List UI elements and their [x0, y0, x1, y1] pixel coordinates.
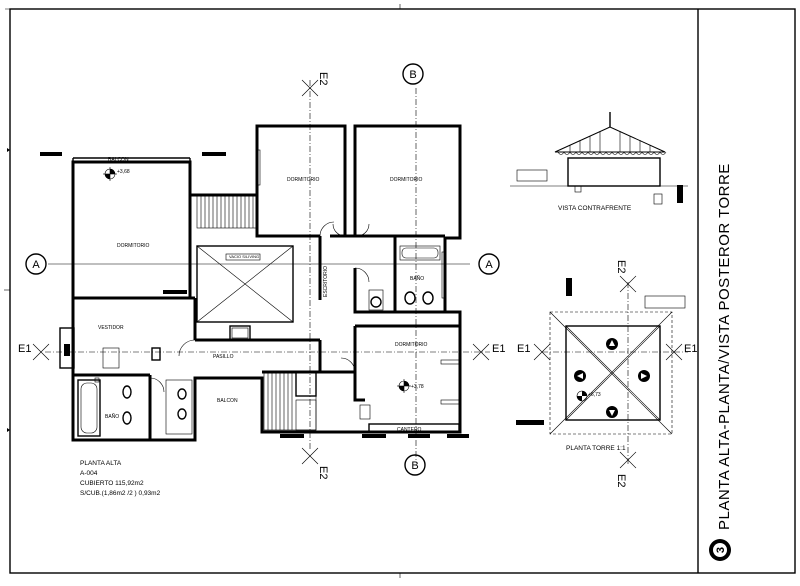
svg-text:E2: E2	[615, 474, 627, 487]
tower-section-e1-left: E1	[517, 343, 551, 361]
room-dormitorio-center: DORMITORIO	[287, 177, 320, 183]
tower-arrow-left	[574, 370, 586, 382]
svg-text:B: B	[411, 460, 418, 472]
tower-section-e2-top: E2	[615, 260, 637, 293]
room-dormitorio-left: DORMITORIO	[117, 243, 150, 249]
axis-marker-a-left: A	[25, 253, 47, 275]
tower-level: +6,73	[588, 392, 601, 398]
tower-arrow-right	[638, 370, 650, 382]
svg-text:E2: E2	[317, 72, 329, 85]
room-cantero: CANTERO	[397, 427, 422, 433]
tower-plan: +6,73 PLANTA TORRE 1:1	[516, 278, 686, 452]
axis-marker-b-bottom: B	[404, 454, 426, 476]
stair-hatch-top	[196, 195, 258, 229]
sheet-title: PLANTA ALTA-PLANTA/VISTA POSTEROR TORRE	[716, 163, 733, 530]
sheet-number-badge: 3	[709, 539, 731, 561]
svg-text:E1: E1	[517, 343, 530, 355]
sheet-number: 3	[715, 547, 727, 553]
tower-vista-label: VISTA CONTRAFRENTE	[558, 205, 632, 212]
tower-section-e2-bottom: E2	[615, 451, 637, 487]
room-pasillo: PASILLO	[213, 354, 234, 360]
plan-info-semicubierto: S/CUB.(1,86m2 /2 ) 0,93m2	[80, 490, 161, 497]
room-dormitorio-lower: DORMITORIO	[395, 342, 428, 348]
title-block: 3 PLANTA ALTA-PLANTA/VISTA POSTEROR TORR…	[709, 163, 733, 561]
room-balcon-top: BALCON	[108, 157, 129, 163]
tower-section-e1-right: E1	[665, 343, 697, 361]
room-vestidor: VESTIDOR	[98, 325, 124, 331]
room-escritorio: ESCRITORIO	[323, 266, 329, 297]
tower-elevation: VISTA CONTRAFRENTE	[510, 112, 688, 212]
room-vacio: VACIO S/LIVING	[229, 254, 259, 259]
svg-text:E1: E1	[18, 343, 31, 355]
plan-info-title: PLANTA ALTA	[80, 460, 122, 467]
section-marker-e2-bottom: E2	[301, 447, 329, 479]
section-marker-e1-left: E1	[18, 343, 50, 361]
svg-text:E2: E2	[615, 260, 627, 273]
plan-info: PLANTA ALTA A-004 CUBIERTO 115,92m2 S/CU…	[80, 460, 161, 497]
level-marker-dormitorio	[397, 379, 411, 393]
tower-level-marker	[576, 390, 588, 402]
section-marker-e2-top: E2	[301, 72, 329, 97]
section-marker-e1-right: E1	[472, 343, 505, 361]
svg-text:E1: E1	[684, 343, 697, 355]
plan-info-code: A-004	[80, 470, 98, 477]
level-balcon: +3,68	[117, 169, 130, 175]
plan-info-cubierto: CUBIERTO 115,92m2	[80, 480, 144, 487]
tower-arrow-top	[606, 338, 618, 350]
svg-text:E1: E1	[492, 343, 505, 355]
tower-arrow-bottom	[606, 406, 618, 418]
room-bano-left: BAÑO	[105, 413, 119, 420]
room-balcon-bottom: BALCON	[217, 398, 238, 404]
tower-plan-label: PLANTA TORRE 1:1	[566, 445, 626, 452]
sheet-frame	[4, 4, 796, 578]
stair-bottom	[263, 371, 317, 431]
floor-plan: +3,68 +3,78 BALCON DORMITORIO DORMITORIO…	[40, 124, 469, 497]
axis-marker-a-right: A	[478, 253, 500, 275]
svg-text:E2: E2	[317, 466, 329, 479]
svg-text:B: B	[409, 69, 416, 81]
svg-text:A: A	[32, 259, 40, 271]
level-marker-balcon	[103, 167, 117, 181]
axis-marker-b-top: B	[402, 63, 424, 85]
room-dormitorio-right: DORMITORIO	[390, 177, 423, 183]
svg-text:A: A	[485, 259, 493, 271]
room-bano-right: BAÑO	[410, 275, 424, 282]
level-dormitorio: +3,78	[411, 384, 424, 390]
